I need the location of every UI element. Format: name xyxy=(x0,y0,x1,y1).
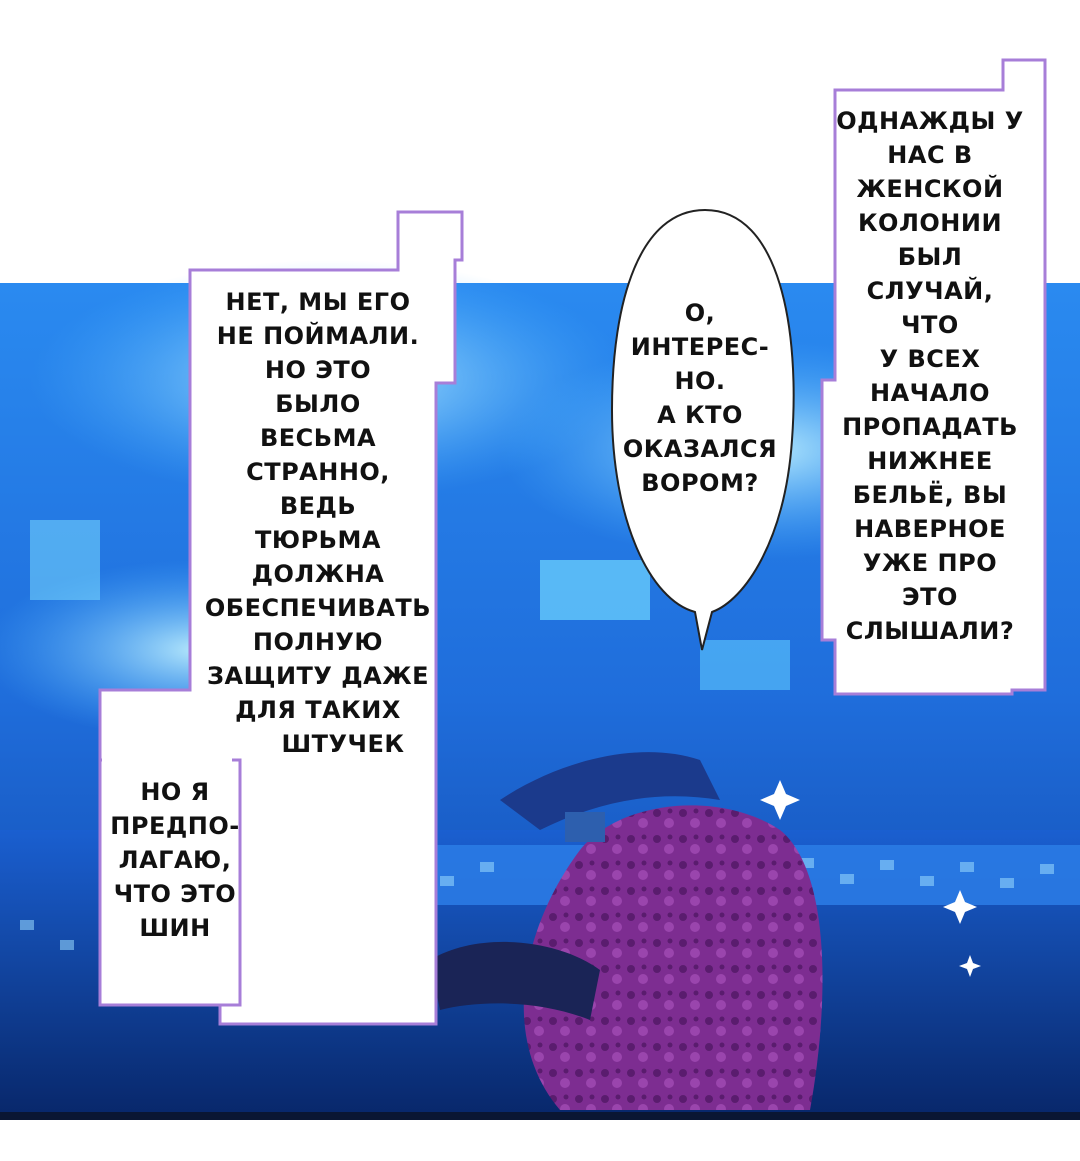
character-arm xyxy=(500,752,720,830)
caption-line: ОДНАЖДЫ У xyxy=(836,107,1024,135)
speech-line: ВОРОМ? xyxy=(641,469,759,497)
caption-line: НО ЭТО xyxy=(264,356,372,384)
right-caption-text: ОДНАЖДЫ У НАС В ЖЕНСКОЙ КОЛОНИИ БЫЛ СЛУЧ… xyxy=(830,104,1030,648)
caption-line: СЛЫШАЛИ? xyxy=(845,617,1015,645)
speech-line: ОКАЗАЛСЯ xyxy=(622,435,778,463)
caption-line: НАС В xyxy=(887,141,973,169)
speech-line: ИНТЕРЕС- xyxy=(630,333,770,361)
caption-line: НО Я xyxy=(140,778,210,806)
caption-line: ЭТО xyxy=(902,583,958,611)
caption-line: ПОЛНУЮ xyxy=(252,628,384,656)
left-caption-text: НЕТ, МЫ ЕГО НЕ ПОЙМАЛИ. НО ЭТО БЫЛО ВЕСЬ… xyxy=(188,285,448,761)
caption-line: БЫЛО xyxy=(275,390,361,418)
caption-line: УЖЕ ПРО xyxy=(862,549,998,577)
caption-line: НАВЕРНОЕ xyxy=(854,515,1006,543)
character-leg xyxy=(430,941,600,1020)
caption-line: БЫЛ xyxy=(897,243,963,271)
caption-line: ЧТО xyxy=(901,311,959,339)
caption-line: НЕ ПОЙМАЛИ. xyxy=(216,322,420,350)
caption-line: ВЕСЬМА xyxy=(259,424,377,452)
caption-line: СТРАННО, xyxy=(246,458,390,486)
window-block xyxy=(30,520,100,600)
caption-line: ШИН xyxy=(139,914,211,942)
speech-line: НО. xyxy=(674,367,726,395)
caption-line: НАЧАЛО xyxy=(870,379,990,407)
character-cuff xyxy=(565,812,605,842)
speech-line: А КТО xyxy=(657,401,743,429)
caption-line: ДОЛЖНА xyxy=(251,560,385,588)
caption-line: У ВСЕХ xyxy=(879,345,981,373)
caption-line: ПРОПАДАТЬ xyxy=(842,413,1018,441)
caption-line: ШТУЧЕК xyxy=(281,730,405,758)
caption-line: СЛУЧАЙ, xyxy=(866,277,994,305)
caption-line: ВЕДЬ xyxy=(279,492,357,520)
panel-bottom-edge xyxy=(0,1112,1080,1120)
speech-line: О, xyxy=(684,299,716,327)
caption-line: БЕЛЬЁ, ВЫ xyxy=(852,481,1008,509)
caption-line: НИЖНЕЕ xyxy=(867,447,993,475)
speech-bubble-text: О, ИНТЕРЕС- НО. А КТО ОКАЗАЛСЯ ВОРОМ? xyxy=(610,296,790,500)
caption-line: ЗАЩИТУ ДАЖЕ xyxy=(207,662,429,690)
caption-line: ЛАГАЮ, xyxy=(118,846,232,874)
caption-line: ЖЕНСКОЙ xyxy=(856,175,1004,203)
chair xyxy=(523,805,823,1110)
caption-line: ЧТО ЭТО xyxy=(113,880,237,908)
caption-line: ПРЕДПО- xyxy=(110,812,240,840)
window-block xyxy=(700,640,790,690)
left-lower-caption-text: НО Я ПРЕДПО- ЛАГАЮ, ЧТО ЭТО ШИН xyxy=(100,775,250,945)
caption-line: НЕТ, МЫ ЕГО xyxy=(225,288,411,316)
right-caption-box xyxy=(820,58,1047,696)
speech-bubble xyxy=(610,208,795,651)
caption-line: ДЛЯ ТАКИХ xyxy=(235,696,401,724)
caption-line: ОБЕСПЕЧИВАТЬ xyxy=(204,594,432,622)
window-block xyxy=(540,560,650,620)
caption-line: КОЛОНИИ xyxy=(857,209,1003,237)
caption-line: ТЮРЬМА xyxy=(255,526,381,554)
